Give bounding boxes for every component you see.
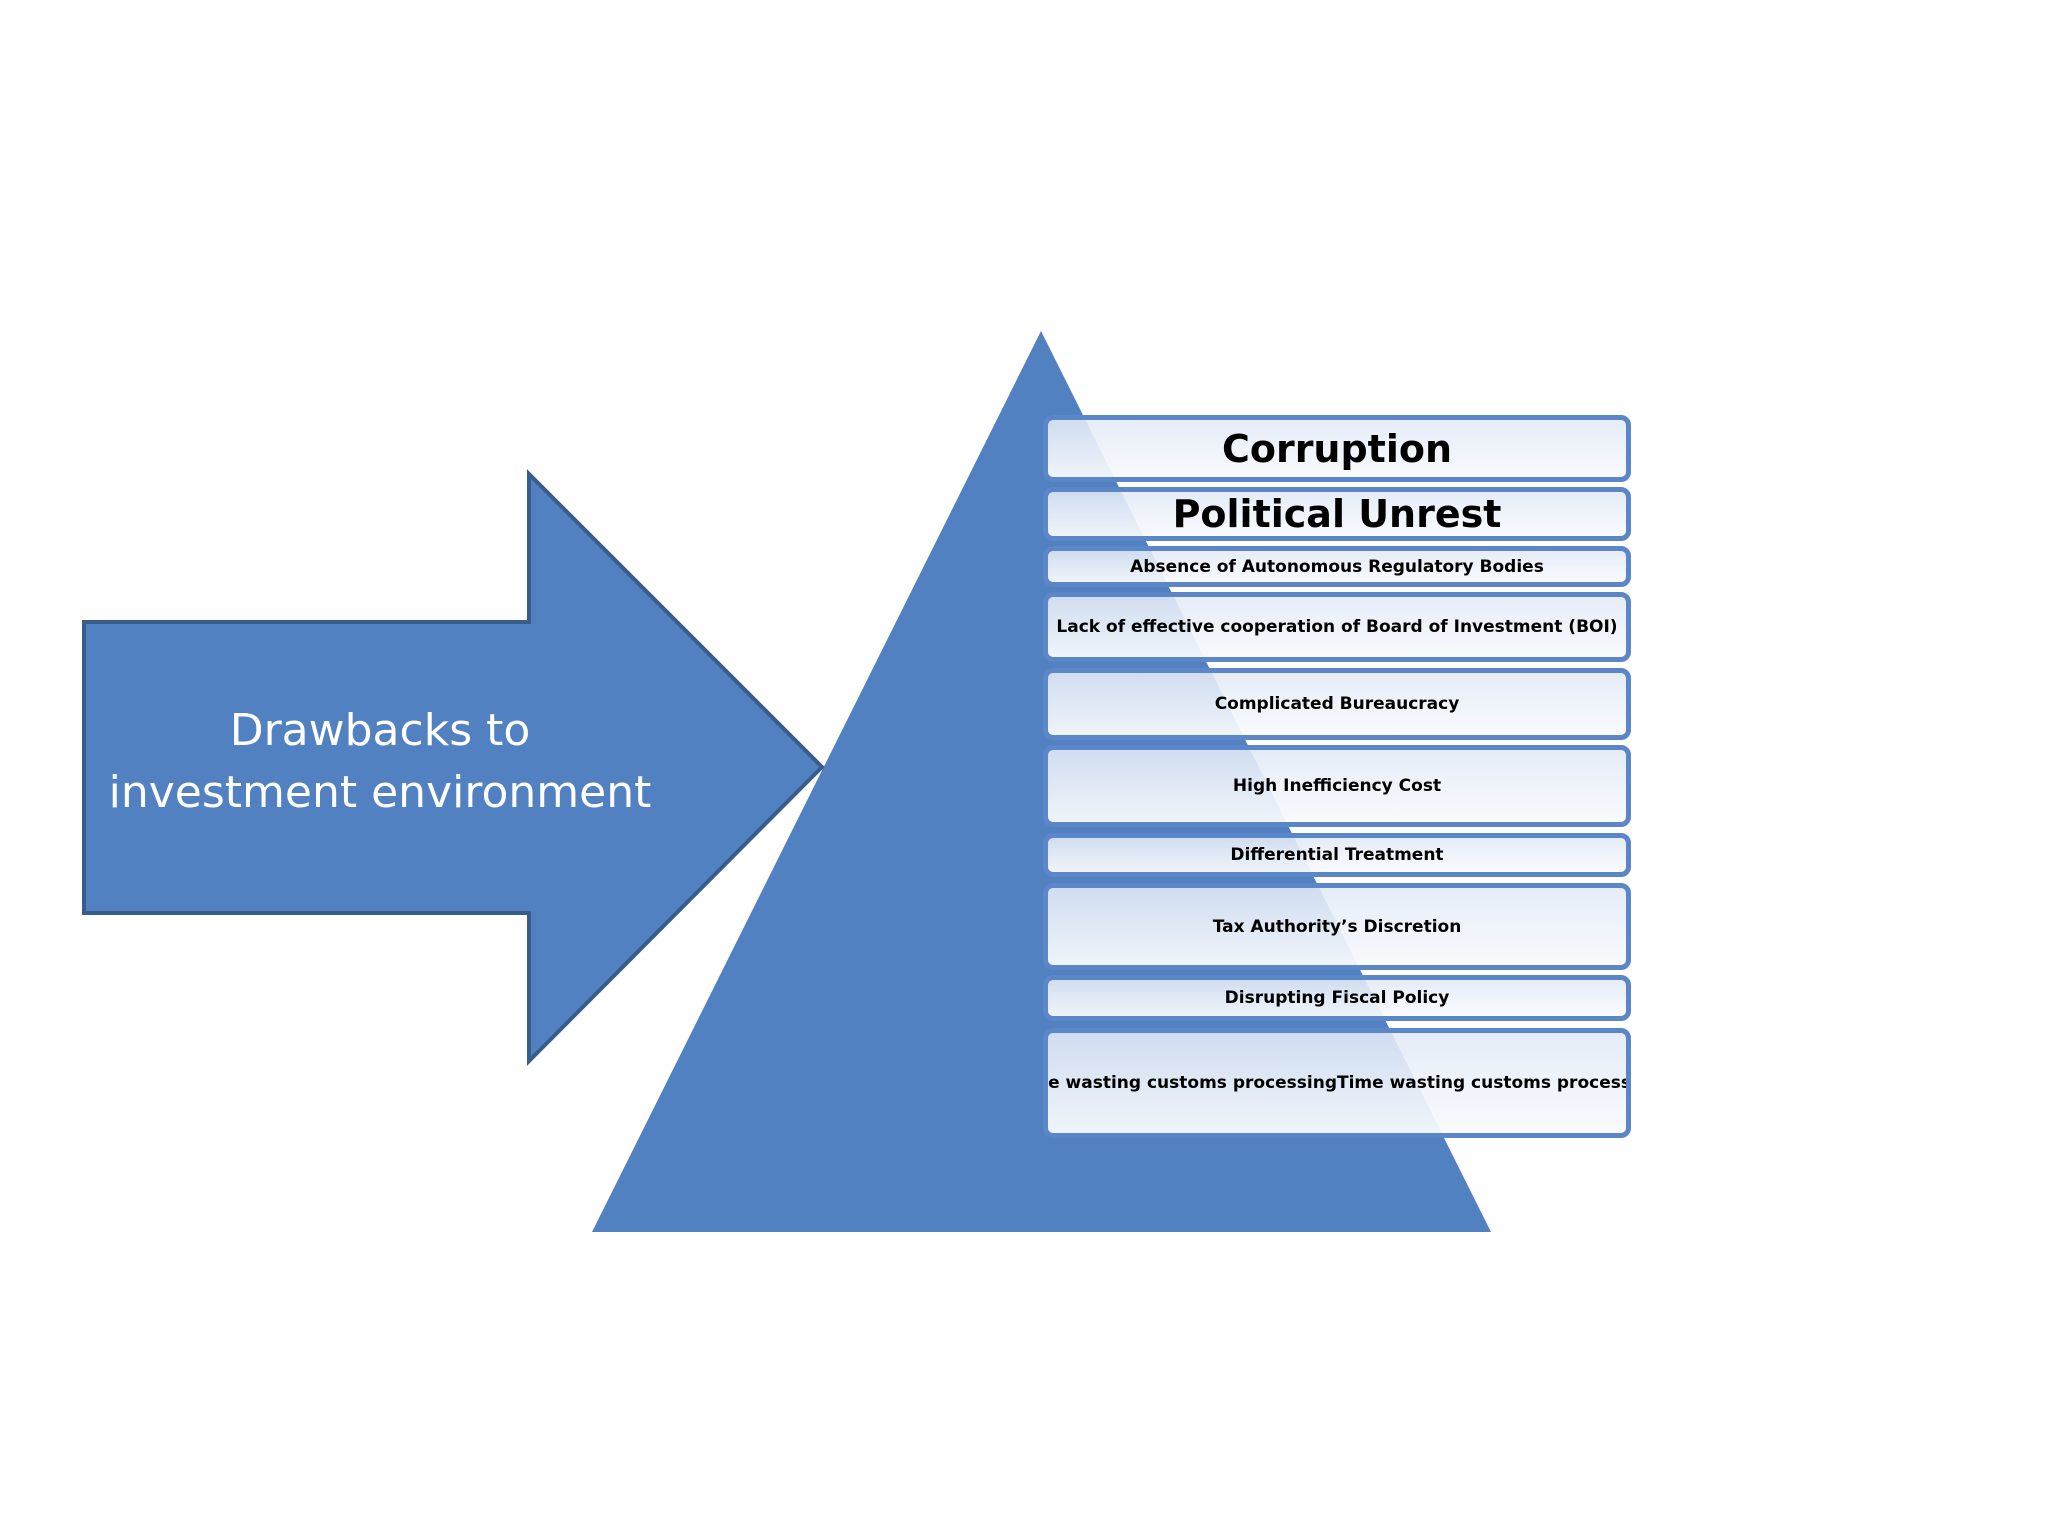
tier-lack-boi-cooperation: Lack of effective cooperation of Board o… [1043, 592, 1631, 662]
tier-corruption: Corruption [1043, 415, 1631, 482]
right-arrow-shape [82, 469, 825, 1066]
tier-political-unrest: Political Unrest [1043, 487, 1631, 541]
tier-complicated-bureaucracy: Complicated Bureaucracy [1043, 668, 1631, 740]
tier-disrupting-fiscal-policy: Disrupting Fiscal Policy [1043, 975, 1631, 1021]
tier-high-inefficiency-cost: High Inefficiency Cost [1043, 745, 1631, 827]
tier-tax-authority-discretion: Tax Authority’s Discretion [1043, 883, 1631, 970]
tier-absence-regulatory: Absence of Autonomous Regulatory Bodies [1043, 546, 1631, 587]
tier-time-wasting-customs: Time wasting customs processingTime wast… [1043, 1028, 1631, 1138]
arrow-label: Drawbacks to investment environment [108, 705, 652, 818]
tier-differential-treatment: Differential Treatment [1043, 833, 1631, 877]
